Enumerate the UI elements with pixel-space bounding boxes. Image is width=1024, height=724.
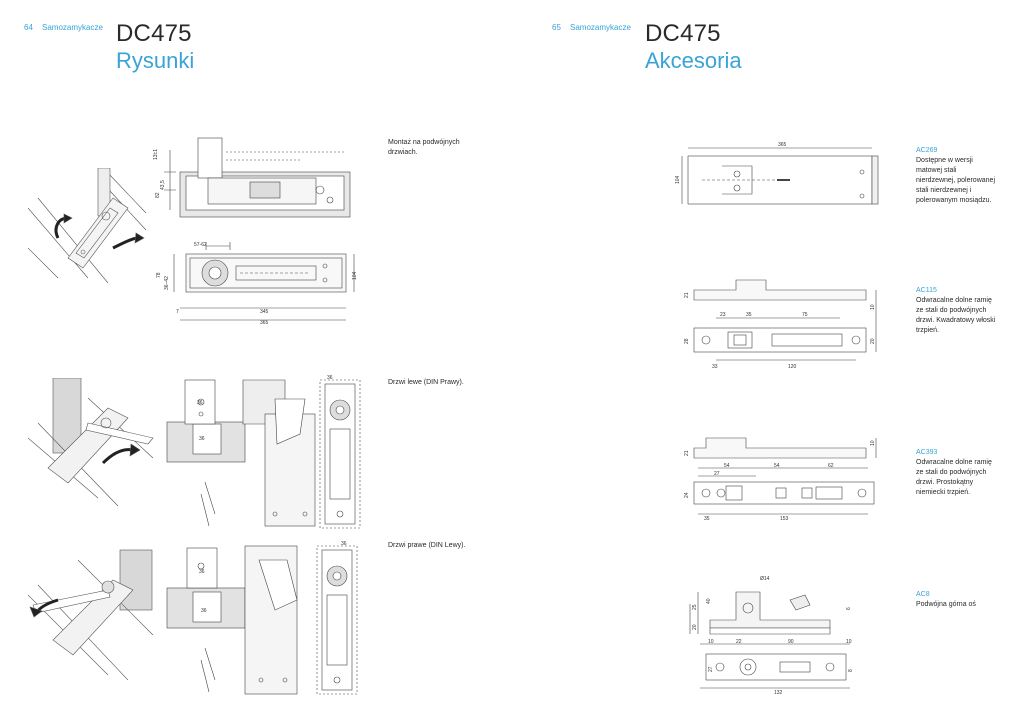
ac393-dim-62: 62: [828, 463, 834, 469]
isometric-right-door-drawing: [28, 545, 158, 685]
dim-78: 78: [156, 272, 162, 278]
right-door-detail-drawing: [165, 540, 365, 700]
ac8-dim-10a: 10: [708, 639, 714, 645]
dim-36-42: 36–42: [164, 276, 170, 290]
ac8-drawing: [680, 570, 870, 695]
dim-13-61: 13±1: [153, 149, 159, 160]
left-door-detail-drawing: [165, 374, 365, 534]
ac269-description: Dostępne w wersji matowej stali nierdzew…: [916, 157, 995, 204]
ac8-dim-22: 22: [736, 639, 742, 645]
dim-57-62: 57-62: [194, 242, 207, 248]
caption-double-doors: Montaż na podwójnych drzwiach.: [388, 139, 460, 156]
ac115-drawing: [676, 272, 886, 372]
ac115-dim-28: 28: [684, 338, 690, 344]
ac8-dim-10b: 10: [846, 639, 852, 645]
rd-dim-36b: 36: [201, 608, 207, 614]
ac269-dim-b: 104: [675, 175, 681, 184]
dim-104: 104: [352, 271, 358, 280]
dim-43-5: 43,5: [160, 180, 166, 190]
caption-left-door: Drzwi lewe (DIN Prawy).: [388, 379, 464, 386]
section-view-dims: 13±1 43,5 82 57-62 36–42 78 104 7 345 36…: [153, 149, 358, 326]
ac115-dim-h21: 21: [684, 292, 690, 298]
dim-365: 365: [260, 320, 269, 326]
right-page-subtitle: Akcesoria: [645, 48, 742, 73]
ac393-dim-h21: 21: [684, 450, 690, 456]
ac8-code: AC8: [916, 591, 930, 598]
left-page-subtitle: Rysunki: [116, 48, 195, 73]
rd-dim-36c: 36: [341, 541, 347, 547]
ac8-dim-phi14: Ø14: [760, 576, 770, 582]
left-section-label: Samozamykacze: [42, 23, 103, 32]
section-view-drawing: [150, 130, 360, 330]
right-section-label: Samozamykacze: [570, 23, 631, 32]
ac393-dim-153: 153: [780, 516, 789, 522]
ac8-dim-90: 90: [788, 639, 794, 645]
dim-7: 7: [176, 309, 179, 315]
ac8-dims: Ø14 40 25 20 6 10 22 90 10 27 8 132: [692, 576, 854, 695]
right-page-number: 65: [552, 23, 561, 32]
isometric-floor-drawing-1: [28, 168, 148, 288]
ac115-description: Odwracalne dolne ramię ze stali do podwó…: [916, 297, 996, 334]
ac8-dim-25: 25: [692, 604, 698, 610]
ac115-dims: 21 23 35 75 10 28 20 33 120: [684, 292, 876, 370]
ld-dim-36c: 36: [327, 375, 333, 381]
ac393-dim-54b: 54: [774, 463, 780, 469]
ac8-dim-132: 132: [774, 690, 783, 695]
ac393-dim-27: 27: [714, 471, 720, 477]
ac8-dim-20: 20: [692, 624, 698, 630]
right-door-detail-dims: 36 36 36: [199, 541, 347, 614]
ac393-code: AC393: [916, 449, 938, 456]
right-product-title: DC475: [645, 20, 721, 47]
ac8-dim-27: 27: [708, 666, 714, 672]
ld-dim-36b: 36: [199, 436, 205, 442]
ac393-description: Odwracalne dolne ramię ze stali do podwó…: [916, 459, 992, 496]
ac115-dim-20: 20: [870, 338, 876, 344]
ac115-dim-33: 33: [712, 364, 718, 370]
ac8-dim-40: 40: [706, 598, 712, 604]
isometric-left-door-drawing: [28, 378, 158, 508]
ac393-dim-10: 10: [870, 440, 876, 446]
ac115-dim-120: 120: [788, 364, 797, 370]
ac393-dim-24: 24: [684, 492, 690, 498]
ac269-code: AC269: [916, 147, 938, 154]
ac115-dim-35: 35: [746, 312, 752, 318]
ac115-code: AC115: [916, 287, 937, 294]
ac269-dims: 365 104: [675, 142, 787, 184]
ac393-drawing: [676, 432, 886, 527]
dim-345: 345: [260, 309, 269, 315]
ac115-dim-10: 10: [870, 304, 876, 310]
left-page-number: 64: [24, 23, 33, 32]
ac8-dim-6: 6: [846, 607, 852, 610]
caption-right-door: Drzwi prawe (DIN Lewy).: [388, 542, 466, 549]
ac269-drawing: [672, 138, 892, 218]
ac393-dims: 21 10 54 54 62 27 24 35 153: [684, 440, 876, 522]
ac115-dim-23: 23: [720, 312, 726, 318]
ac269-dim-a: 365: [778, 142, 787, 148]
ac393-dim-35: 35: [704, 516, 710, 522]
ac393-dim-54a: 54: [724, 463, 730, 469]
left-door-detail-dims: 36 36 36: [197, 375, 333, 442]
ac8-description: Podwójna górna oś: [916, 601, 976, 608]
dim-82: 82: [155, 192, 161, 198]
rd-dim-36a: 36: [199, 569, 205, 575]
ac8-dim-8: 8: [848, 669, 854, 672]
left-product-title: DC475: [116, 20, 192, 47]
ld-dim-36a: 36: [197, 400, 203, 406]
ac115-dim-75: 75: [802, 312, 808, 318]
